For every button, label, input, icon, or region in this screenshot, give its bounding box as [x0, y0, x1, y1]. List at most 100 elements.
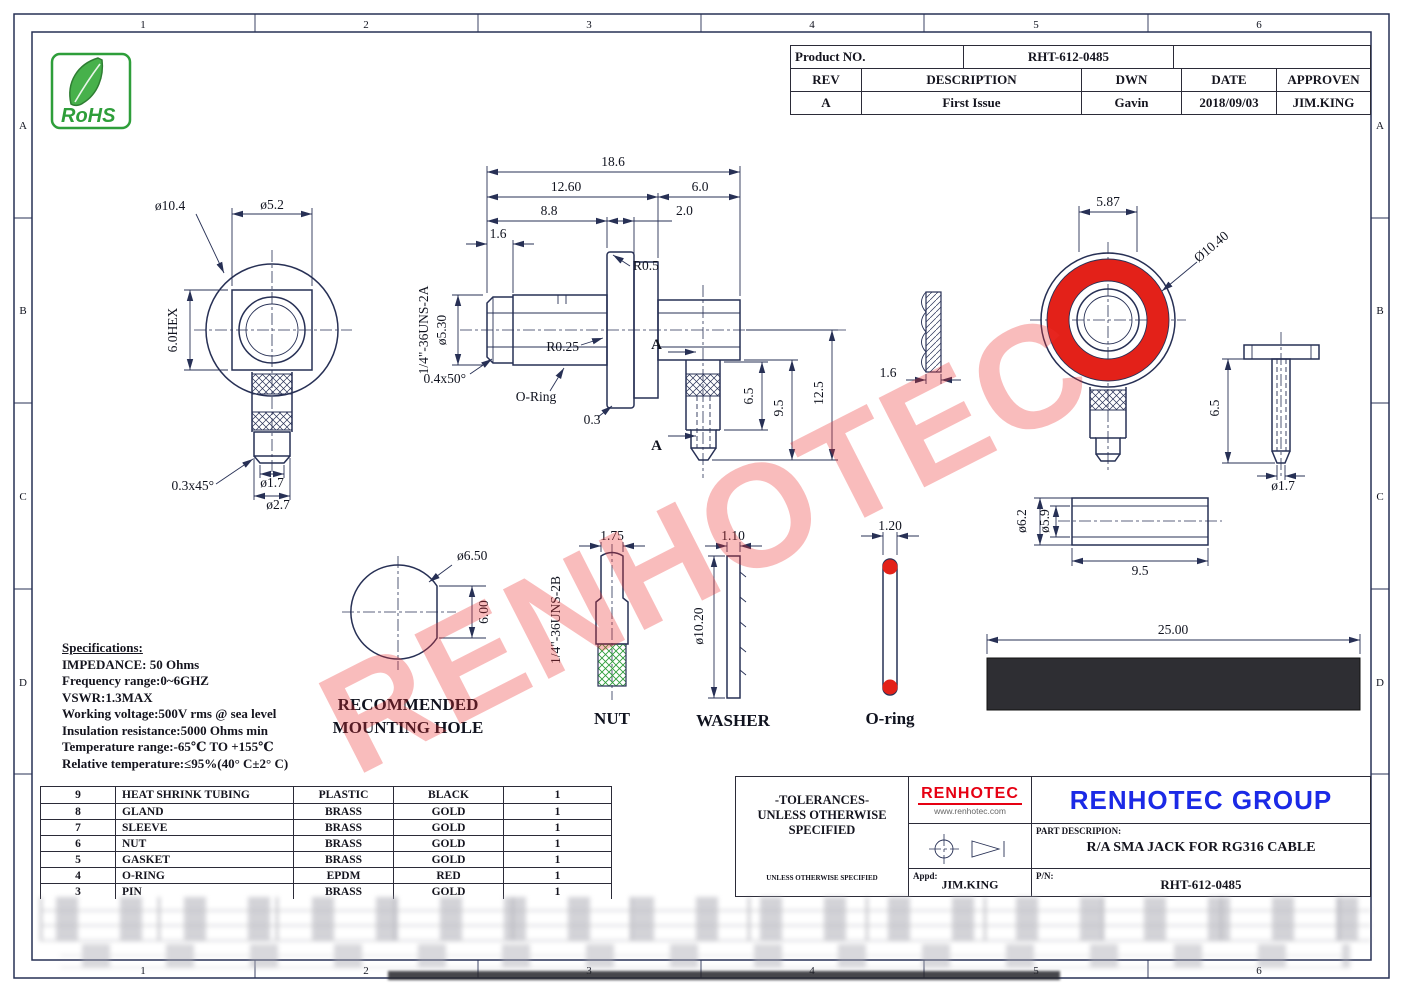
zone-col: 3 [586, 965, 592, 977]
part-number-value: RHT-612-0485 [1160, 876, 1242, 892]
dim-r1: R0.5 [633, 258, 659, 273]
washer-caption: WASHER [696, 711, 770, 730]
approved-value: JIM.KING [941, 876, 999, 891]
specifications: Specifications: IMPEDANCE: 50 Ohms Frequ… [62, 640, 362, 772]
bom-finish: GOLD [393, 852, 503, 867]
bom-material: BRASS [293, 820, 393, 835]
bom-material: EPDM [293, 868, 393, 883]
leaf-vein [74, 63, 101, 103]
bom-no: 9 [75, 789, 81, 801]
sleeve-view: ø6.2 ø5.9 9.5 [1014, 497, 1222, 578]
section-mark-bottom: A [651, 438, 662, 454]
dim-sleeve-inner: ø5.9 [1037, 509, 1052, 533]
dim-tubing-len: 25.00 [1158, 622, 1189, 637]
table-row: 9 HEAT SHRINK TUBING PLASTIC BLACK 1 [41, 787, 611, 803]
projection-symbol [929, 834, 1005, 864]
zone-row: D [19, 677, 27, 689]
table-row: 4 O-RING EPDM RED 1 [41, 867, 611, 883]
logo-text: RENHOTEC [918, 785, 1022, 805]
rohs-logo: RoHS [50, 52, 132, 130]
bom-no: 6 [75, 837, 81, 850]
col-rev: REV [812, 72, 840, 87]
spec-line: Insulation resistance:5000 Ohms min [62, 722, 268, 738]
dim-pin-h: 6.5 [1207, 399, 1222, 416]
bom-finish: RED [393, 868, 503, 883]
part-number-cell: P/N: RHT-612-0485 [1031, 868, 1370, 896]
gasket-view: 1.6 [880, 291, 961, 384]
dim-front-hex: 6.0HEX [165, 307, 180, 352]
dim-hole-d: ø6.50 [457, 548, 488, 563]
bom-qty: 1 [503, 884, 611, 899]
bom-name: O-RING [115, 868, 293, 883]
dim-body-dia: ø5.30 [434, 315, 449, 346]
dim-len-e: 1.6 [490, 226, 507, 241]
bom-finish: GOLD [393, 804, 503, 819]
revision-table: Product NO. RHT-612-0485 REV DESCRIPTION… [790, 45, 1371, 115]
dim-h-a: 6.5 [741, 387, 756, 404]
dim-oring-w: 1.20 [878, 518, 902, 533]
bom-finish: BLACK [393, 787, 503, 803]
dim-len-a: 12.60 [551, 179, 582, 194]
approved-cell: Appd: JIM.KING [908, 868, 1031, 896]
bom-qty: 1 [503, 868, 611, 883]
zone-row: A [1376, 120, 1384, 132]
bom-name: HEAT SHRINK TUBING [115, 787, 293, 803]
zone-col: 1 [140, 965, 146, 977]
col-approven: APPROVEN [1276, 69, 1370, 91]
dim-sleeve-len: 9.5 [1132, 563, 1149, 578]
zone-col: 4 [809, 965, 815, 977]
thread-callout-2b: 1/4"-36UNS-2B [548, 576, 563, 664]
zone-col: 3 [586, 19, 592, 31]
zone-col: 6 [1256, 19, 1262, 31]
bom-name: PIN [115, 884, 293, 899]
table-row: 8 GLAND BRASS GOLD 1 [41, 803, 611, 819]
approved-label: Appd: [913, 871, 938, 881]
specs-title: Specifications: [62, 640, 143, 655]
renhotec-logo: RENHOTEC www.renhotec.com [908, 777, 1031, 823]
dim-front-stem: ø2.7 [266, 497, 290, 512]
dim-front-outer: ø10.4 [155, 198, 186, 213]
dwn-value: Gavin [1081, 92, 1181, 114]
front-view: ø10.4 ø5.2 6.0HEX ø1.7 ø2.7 0.3x45° [155, 197, 352, 512]
product-no-value: RHT-612-0485 [963, 46, 1173, 68]
dim-h-b: 9.5 [771, 399, 786, 416]
dim-sleeve-outer: ø6.2 [1014, 509, 1029, 533]
bom-material: BRASS [293, 852, 393, 867]
section-mark-top: A [651, 337, 662, 353]
bom-no: 7 [75, 821, 81, 834]
spec-line: Working voltage:500V rms @ sea level [62, 706, 277, 721]
zone-row: B [19, 305, 26, 317]
dim-len-c: 8.8 [541, 203, 558, 218]
rohs-label: RoHS [61, 105, 116, 127]
hole-caption-1: RECOMMENDED [338, 695, 479, 714]
bom-name: GLAND [115, 804, 293, 819]
dim-red-w: 5.87 [1096, 194, 1120, 209]
part-description-label: PART DESCRIPION: [1036, 826, 1122, 836]
dim-r2: R0.25 [546, 339, 579, 354]
zone-row: C [19, 491, 26, 503]
zone-col: 2 [363, 965, 369, 977]
bom-material: BRASS [293, 804, 393, 819]
part-description-value: R/A SMA JACK FOR RG316 CABLE [1086, 839, 1316, 855]
dim-red-dia: Ø10.40 [1191, 228, 1232, 265]
bom-table: 9 HEAT SHRINK TUBING PLASTIC BLACK 1 8 G… [40, 786, 612, 899]
spec-line: Relative temperature:≤95%(40° C±2° C) [62, 755, 289, 771]
bom-material: BRASS [293, 836, 393, 851]
product-no-empty [1173, 46, 1370, 68]
oring-section-bottom [882, 679, 898, 695]
projection-cell [908, 823, 1031, 868]
part-description-cell: PART DESCRIPION: R/A SMA JACK FOR RG316 … [1031, 823, 1370, 868]
bom-qty: 1 [503, 820, 611, 835]
tubing-view: 25.00 [986, 622, 1361, 711]
tolerances-cell: -TOLERANCES- UNLESS OTHERWISE SPECIFIED … [736, 777, 908, 896]
dim-pin-d: ø1.7 [1271, 478, 1295, 493]
part-number-label: P/N: [1036, 871, 1054, 881]
logo-url: www.renhotec.com [934, 805, 1006, 816]
oring-callout: O-Ring [516, 389, 557, 404]
leaf-icon [69, 57, 104, 107]
col-dwn: DWN [1081, 69, 1181, 91]
spec-line: IMPEDANCE: 50 Ohms [62, 656, 200, 672]
zone-col: 4 [809, 19, 815, 31]
bom-name: GASKET [115, 852, 293, 867]
bom-finish: GOLD [393, 820, 503, 835]
